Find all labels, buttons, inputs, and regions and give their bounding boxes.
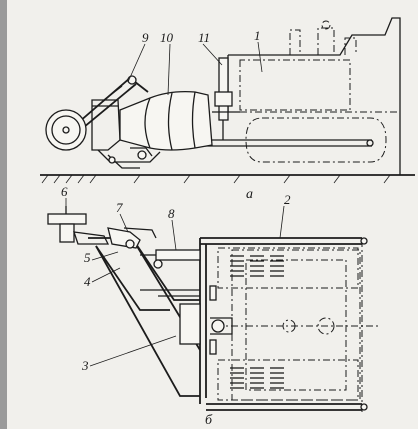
view-b-plan (47, 198, 380, 414)
label-6: 6 (61, 184, 68, 199)
leader-lines-b (65, 198, 285, 367)
label-5: 5 (84, 250, 91, 265)
label-2: 2 (284, 192, 291, 207)
track-upper (217, 247, 359, 289)
label-1: 1 (254, 28, 261, 43)
label-8: 8 (168, 206, 175, 221)
labels: 9 10 11 1 а 6 7 8 2 5 4 3 б (61, 28, 291, 428)
ground-hatching (41, 174, 391, 184)
diagonal-boom (88, 237, 201, 397)
label-10: 10 (160, 30, 174, 45)
label-9: 9 (142, 30, 149, 45)
label-4: 4 (84, 274, 91, 289)
tool-head (47, 206, 157, 249)
caption-a: а (246, 187, 253, 202)
hydraulic-cylinder-8 (140, 249, 201, 269)
hydraulic-cylinder-11 (212, 57, 240, 140)
track-lower (217, 359, 359, 401)
scan-edge (0, 0, 7, 429)
front-wheel (45, 109, 87, 151)
drum-10 (119, 90, 213, 151)
view-a-side (40, 17, 415, 184)
lower-linkage (97, 147, 161, 169)
leader-lines-a (127, 41, 263, 96)
caption-b: б (205, 413, 213, 428)
label-3: 3 (81, 358, 89, 373)
label-11: 11 (198, 30, 210, 45)
label-7: 7 (116, 200, 123, 215)
